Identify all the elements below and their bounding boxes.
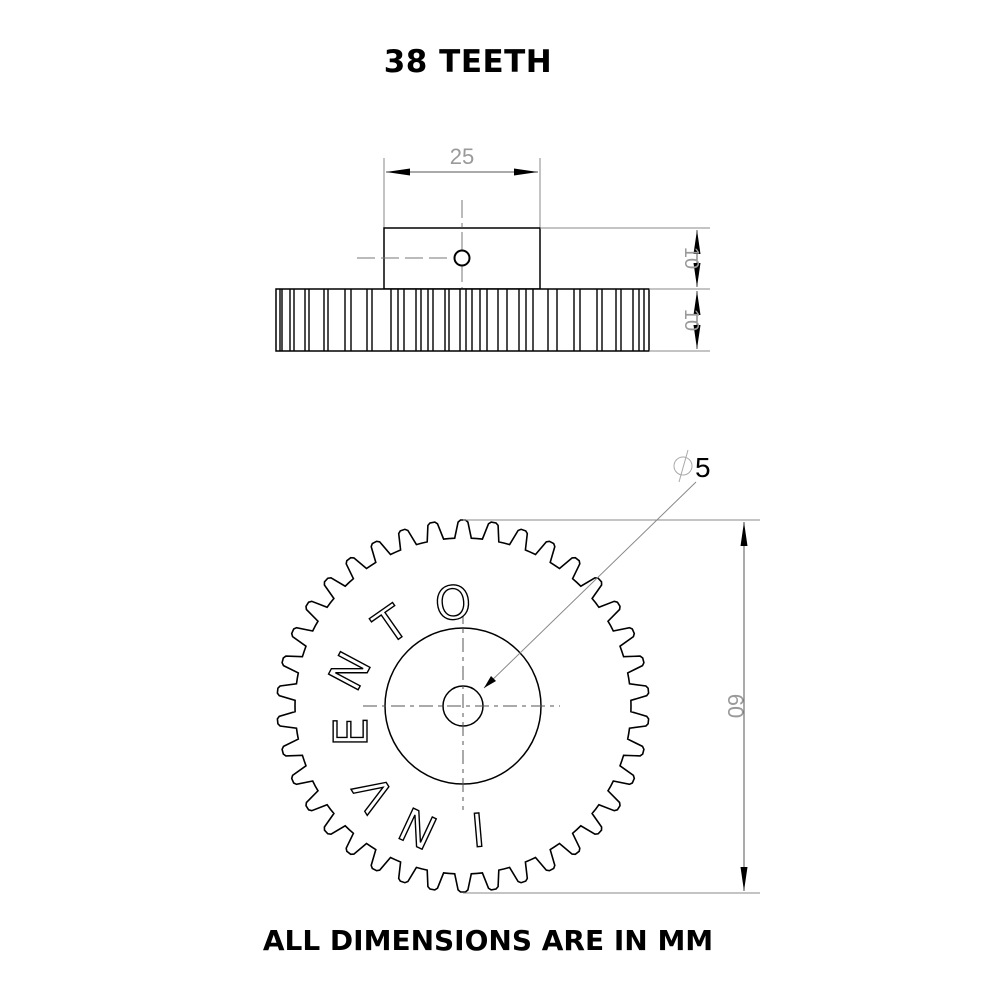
- set-screw-hole: [453, 249, 471, 267]
- front-view: O T N E V N I 5 60: [276, 449, 760, 894]
- side-view: 25: [275, 144, 710, 352]
- hub-height-dimension: 10: [680, 247, 702, 269]
- svg-text:5: 5: [695, 452, 711, 483]
- drawing-title: 38 TEETH: [383, 44, 553, 80]
- svg-text:E: E: [324, 717, 378, 746]
- svg-text:O: O: [433, 575, 474, 632]
- svg-text:I: I: [469, 802, 487, 857]
- units-note: ALL DIMENSIONS ARE IN MM: [262, 924, 714, 957]
- bore-diameter-label: 5: [673, 449, 711, 483]
- gear-side-profile: [275, 288, 650, 352]
- hub-width-dimension: 25: [450, 144, 474, 169]
- outer-diameter-dimension: 60: [723, 694, 748, 718]
- gear-thickness-dimension: 10: [680, 309, 702, 331]
